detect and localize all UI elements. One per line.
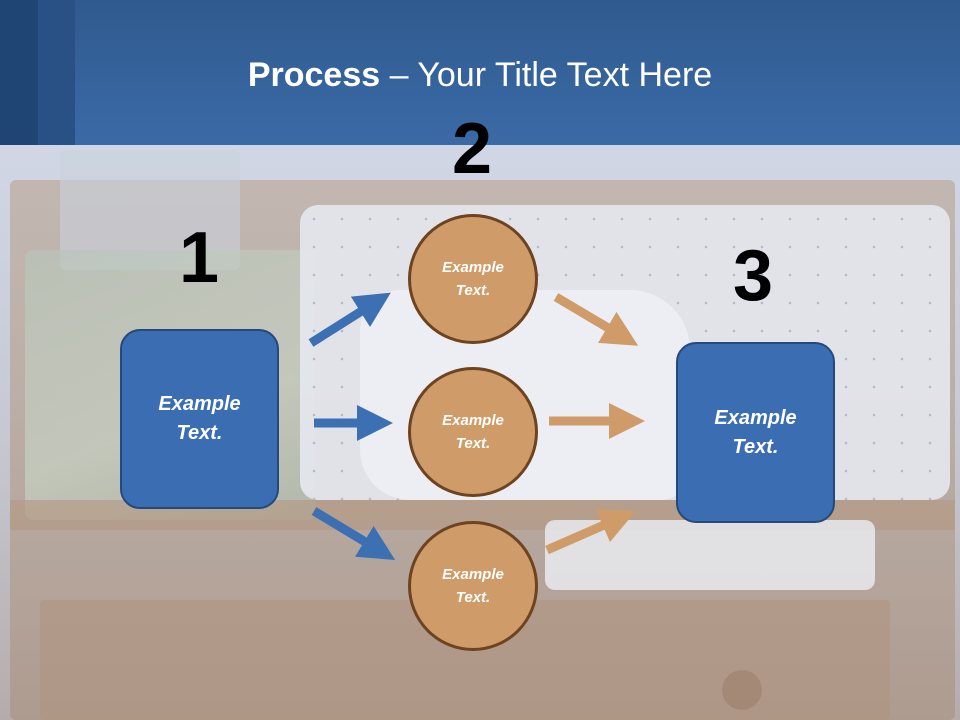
step-3-text-line1: Example [714, 406, 797, 429]
arrow-top-to-3 [553, 293, 639, 346]
arrow-1-to-bottom [311, 507, 396, 560]
circle-top-text-line1: Example [442, 259, 504, 276]
arrow-bottom-to-3 [545, 509, 636, 555]
circle-middle-text: Example Text. [442, 409, 504, 455]
title-bold: Process [247, 56, 381, 94]
circle-bottom-text-line1: Example [442, 566, 504, 583]
step-2-circle-top: Example Text. [408, 214, 538, 344]
step-number-2: 2 [451, 109, 493, 189]
drawer-knob [722, 670, 762, 710]
step-3-box: Example Text. [676, 342, 835, 523]
step-2-circle-bottom: Example Text. [408, 521, 538, 651]
step-2-circle-middle: Example Text. [408, 367, 538, 497]
step-3-text: Example Text. [714, 404, 796, 462]
step-number-1: 1 [178, 218, 220, 298]
title-bar: Process – Your Title Text Here [0, 0, 960, 145]
circle-middle-text-line2: Text. [455, 435, 491, 452]
circle-top-text: Example Text. [442, 256, 504, 302]
slide-title: Process – Your Title Text Here [0, 50, 960, 100]
step-1-text-line1: Example [158, 393, 241, 415]
circle-middle-text-line1: Example [442, 412, 504, 429]
step-1-box: Example Text. [120, 329, 279, 509]
title-bar-accent-dark [0, 0, 38, 145]
step-number-3: 3 [732, 236, 774, 316]
title-rest: – Your Title Text Here [380, 56, 713, 94]
title-bar-accent-mid [38, 0, 75, 145]
step-3-text-line2: Text. [732, 435, 779, 458]
circle-top-text-line2: Text. [455, 282, 491, 299]
circle-bottom-text-line2: Text. [455, 589, 491, 606]
step-1-text-line2: Text. [176, 422, 223, 444]
step-1-text: Example Text. [158, 390, 240, 448]
arrow-1-to-top [308, 292, 391, 347]
circle-bottom-text: Example Text. [442, 563, 504, 609]
